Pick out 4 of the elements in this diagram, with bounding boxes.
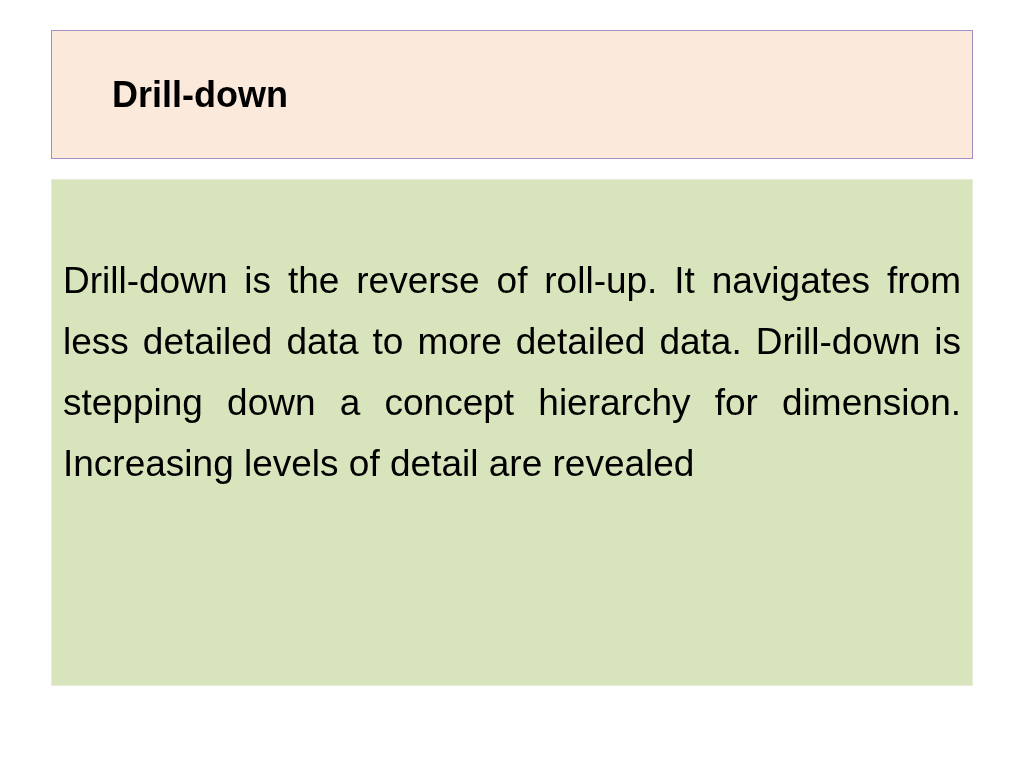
content-box bbox=[51, 179, 973, 686]
slide-title: Drill-down bbox=[112, 72, 288, 117]
title-box bbox=[51, 30, 973, 159]
body-paragraph: Drill-down is the reverse of roll-up. It navigates from less detailed data to more detailed data. Drill-down is stepping down a concept hierarchy for dimension. Increasing levels of detail are revealed bbox=[63, 259, 961, 486]
